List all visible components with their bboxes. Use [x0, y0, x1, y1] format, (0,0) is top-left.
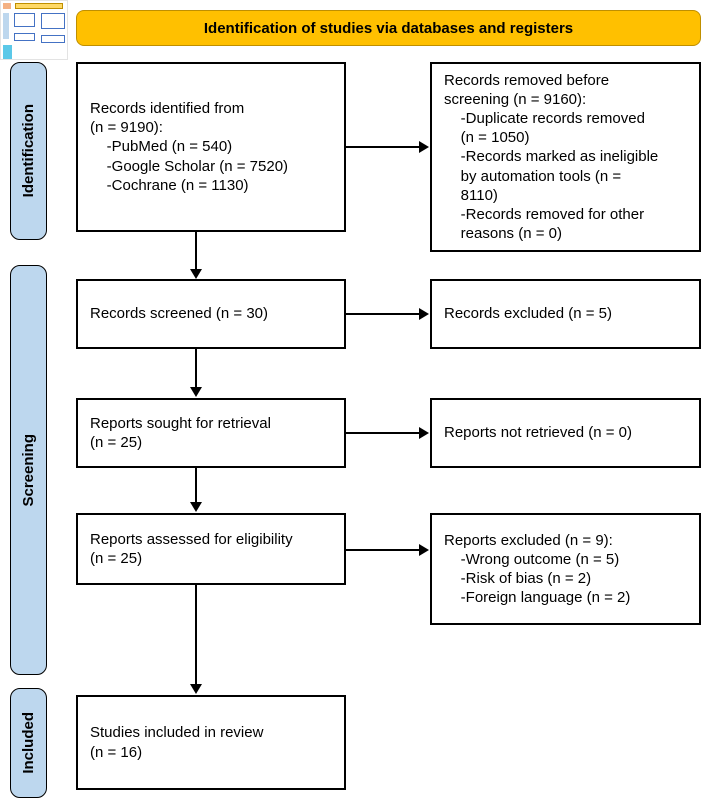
section-bar-identification: Identification [10, 62, 47, 240]
box-records-excluded-text: Records excluded (n = 5) [444, 305, 613, 323]
box-records-screened-text: Records screened (n = 30) [90, 305, 269, 323]
arrow-assessed-to-reports-excluded [346, 544, 429, 556]
arrow-sought-to-not-retrieved [346, 427, 429, 439]
box-records-removed-text: Records removed before screening (n = 91… [444, 72, 659, 242]
box-studies-included-text: Studies included in review (n = 16) [90, 724, 264, 761]
box-studies-included: Studies included in review (n = 16) [76, 695, 346, 790]
box-reports-not-retrieved-text: Reports not retrieved (n = 0) [444, 424, 633, 442]
document-thumbnail-icon [0, 0, 68, 60]
arrow-identified-to-screened [190, 232, 202, 279]
section-label-identification: Identification [20, 104, 37, 198]
arrow-assessed-to-included [190, 585, 202, 694]
box-reports-not-retrieved: Reports not retrieved (n = 0) [430, 398, 701, 468]
thumb-sidebar [3, 13, 9, 39]
box-records-removed: Records removed before screening (n = 91… [430, 62, 701, 252]
box-reports-assessed-text: Reports assessed for eligibility (n = 25… [90, 530, 293, 567]
thumb-shape [3, 3, 11, 9]
box-records-screened: Records screened (n = 30) [76, 279, 346, 349]
box-reports-excluded: Reports excluded (n = 9): -Wrong outcome… [430, 513, 701, 625]
section-label-screening: Screening [20, 433, 37, 507]
section-bar-screening: Screening [10, 265, 47, 675]
thumb-sidebar [3, 45, 12, 59]
arrow-identified-to-removed [346, 141, 429, 153]
diagram-title: Identification of studies via databases … [203, 19, 574, 37]
thumb-box [14, 33, 35, 41]
arrow-sought-to-assessed [190, 468, 202, 512]
thumb-box [41, 35, 65, 43]
box-reports-sought: Reports sought for retrieval (n = 25) [76, 398, 346, 468]
thumb-box [41, 13, 65, 29]
section-bar-included: Included [10, 688, 47, 798]
arrow-screened-to-excluded [346, 308, 429, 320]
thumb-header-strip [15, 3, 63, 9]
box-reports-assessed: Reports assessed for eligibility (n = 25… [76, 513, 346, 585]
thumb-box [14, 13, 35, 27]
box-records-identified-text: Records identified from (n = 9190): -Pub… [90, 100, 289, 194]
box-reports-sought-text: Reports sought for retrieval (n = 25) [90, 414, 271, 451]
section-label-included: Included [20, 712, 37, 774]
box-reports-excluded-text: Reports excluded (n = 9): -Wrong outcome… [444, 531, 631, 607]
box-records-excluded: Records excluded (n = 5) [430, 279, 701, 349]
arrow-screened-to-sought [190, 349, 202, 397]
box-records-identified: Records identified from (n = 9190): -Pub… [76, 62, 346, 232]
diagram-title-banner: Identification of studies via databases … [76, 10, 701, 46]
